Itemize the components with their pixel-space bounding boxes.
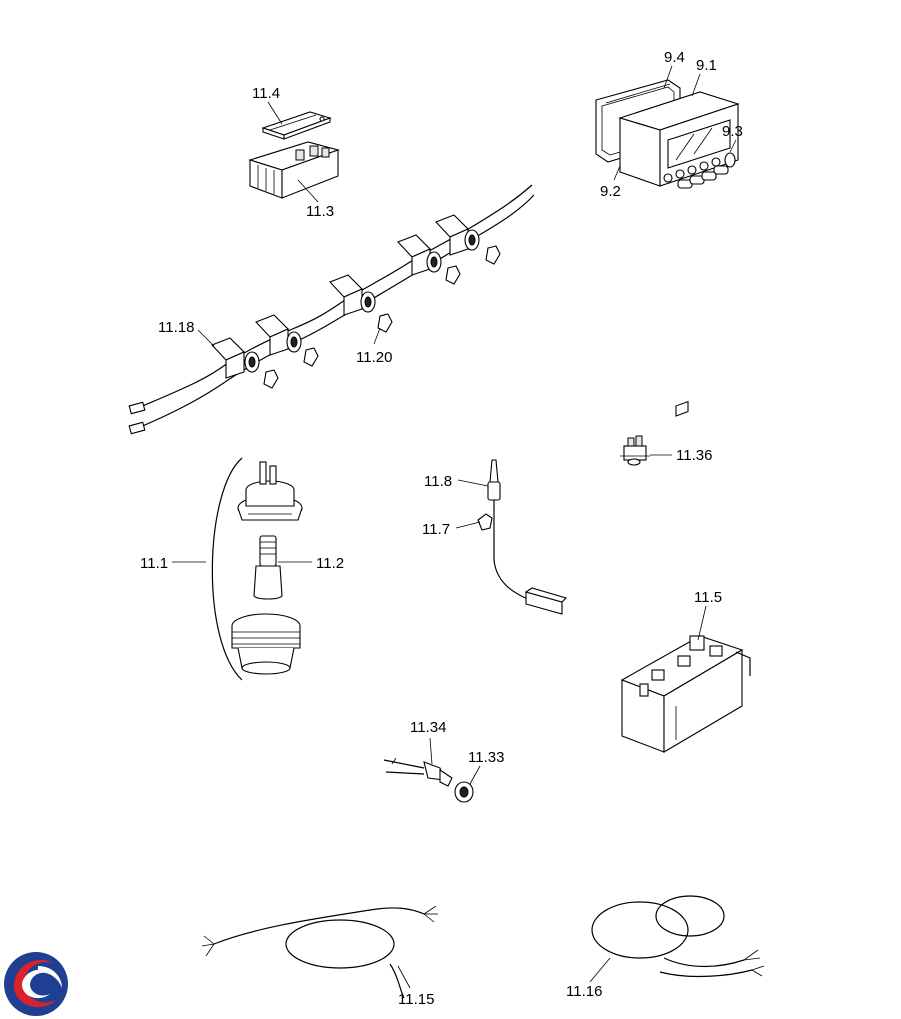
label-11-4: 11.4 [252, 85, 280, 102]
part-11-3-terminal-block [248, 141, 340, 199]
part-11-15-cable [201, 905, 438, 999]
label-9-4: 9.4 [664, 49, 685, 66]
label-11-33: 11.33 [468, 749, 504, 766]
part-11-7-clip [477, 513, 493, 531]
label-9-1: 9.1 [696, 57, 717, 74]
label-11-5: 11.5 [694, 589, 722, 606]
part-9-display-controller [595, 79, 740, 189]
label-11-8: 11.8 [424, 473, 452, 490]
label-11-1: 11.1 [140, 555, 168, 572]
part-11-4-circuit-board [261, 111, 332, 140]
part-11-33-grommet [454, 781, 474, 803]
label-11-36: 11.36 [676, 447, 712, 464]
label-11-15: 11.15 [398, 991, 434, 1008]
label-11-7: 11.7 [422, 521, 450, 538]
part-11-16-cable [591, 895, 765, 978]
label-11-20: 11.20 [356, 349, 392, 366]
part-11-18-switch-harness [128, 184, 535, 435]
label-11-2: 11.2 [316, 555, 344, 572]
label-11-3: 11.3 [306, 203, 334, 220]
brand-logo [4, 952, 68, 1016]
label-9-3: 9.3 [722, 123, 743, 140]
part-11-1-lamp-assembly [211, 457, 303, 681]
label-9-2: 9.2 [600, 183, 621, 200]
part-11-34-probe [383, 757, 453, 787]
part-11-8-probe-sensor [487, 459, 568, 615]
part-11-36-relay [620, 435, 650, 466]
label-11-16: 11.16 [566, 983, 602, 1000]
label-11-34: 11.34 [410, 719, 446, 736]
leader-lines [172, 65, 737, 989]
label-11-18: 11.18 [158, 319, 194, 336]
part-11-5-control-box [620, 400, 751, 753]
